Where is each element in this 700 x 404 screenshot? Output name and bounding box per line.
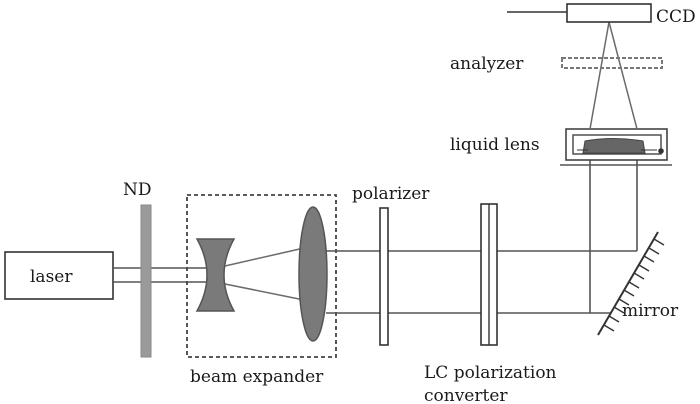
laser-label: laser <box>30 267 73 287</box>
polarizer-label: polarizer <box>352 184 430 204</box>
ccd-label: CCD <box>656 7 696 27</box>
mirror-label: mirror <box>622 301 679 321</box>
liquid-lens-label: liquid lens <box>450 135 540 155</box>
focused-beam <box>589 21 638 130</box>
beam-expander-label: beam expander <box>190 367 324 387</box>
laser-component: laser <box>4 251 114 300</box>
nd-filter: ND <box>123 180 152 358</box>
lc-converter-label-line2: converter <box>424 386 508 404</box>
beam-expander-box <box>186 194 337 358</box>
liquid-lens: liquid lens <box>450 128 672 166</box>
polarizer: polarizer <box>352 184 430 346</box>
nd-label: ND <box>123 180 152 200</box>
reflected-beam <box>589 152 638 313</box>
lc-converter-label-line1: LC polarization <box>424 363 557 383</box>
ccd-camera: CCD <box>507 3 696 27</box>
beam-expander: beam expander <box>186 194 337 387</box>
convex-lens <box>298 206 328 342</box>
concave-lens <box>195 238 236 312</box>
input-beam <box>113 267 210 283</box>
analyzer-label: analyzer <box>450 54 524 74</box>
mirror: mirror <box>597 231 679 336</box>
analyzer: analyzer <box>450 54 663 74</box>
lc-polarization-converter: LC polarization converter <box>424 203 557 404</box>
